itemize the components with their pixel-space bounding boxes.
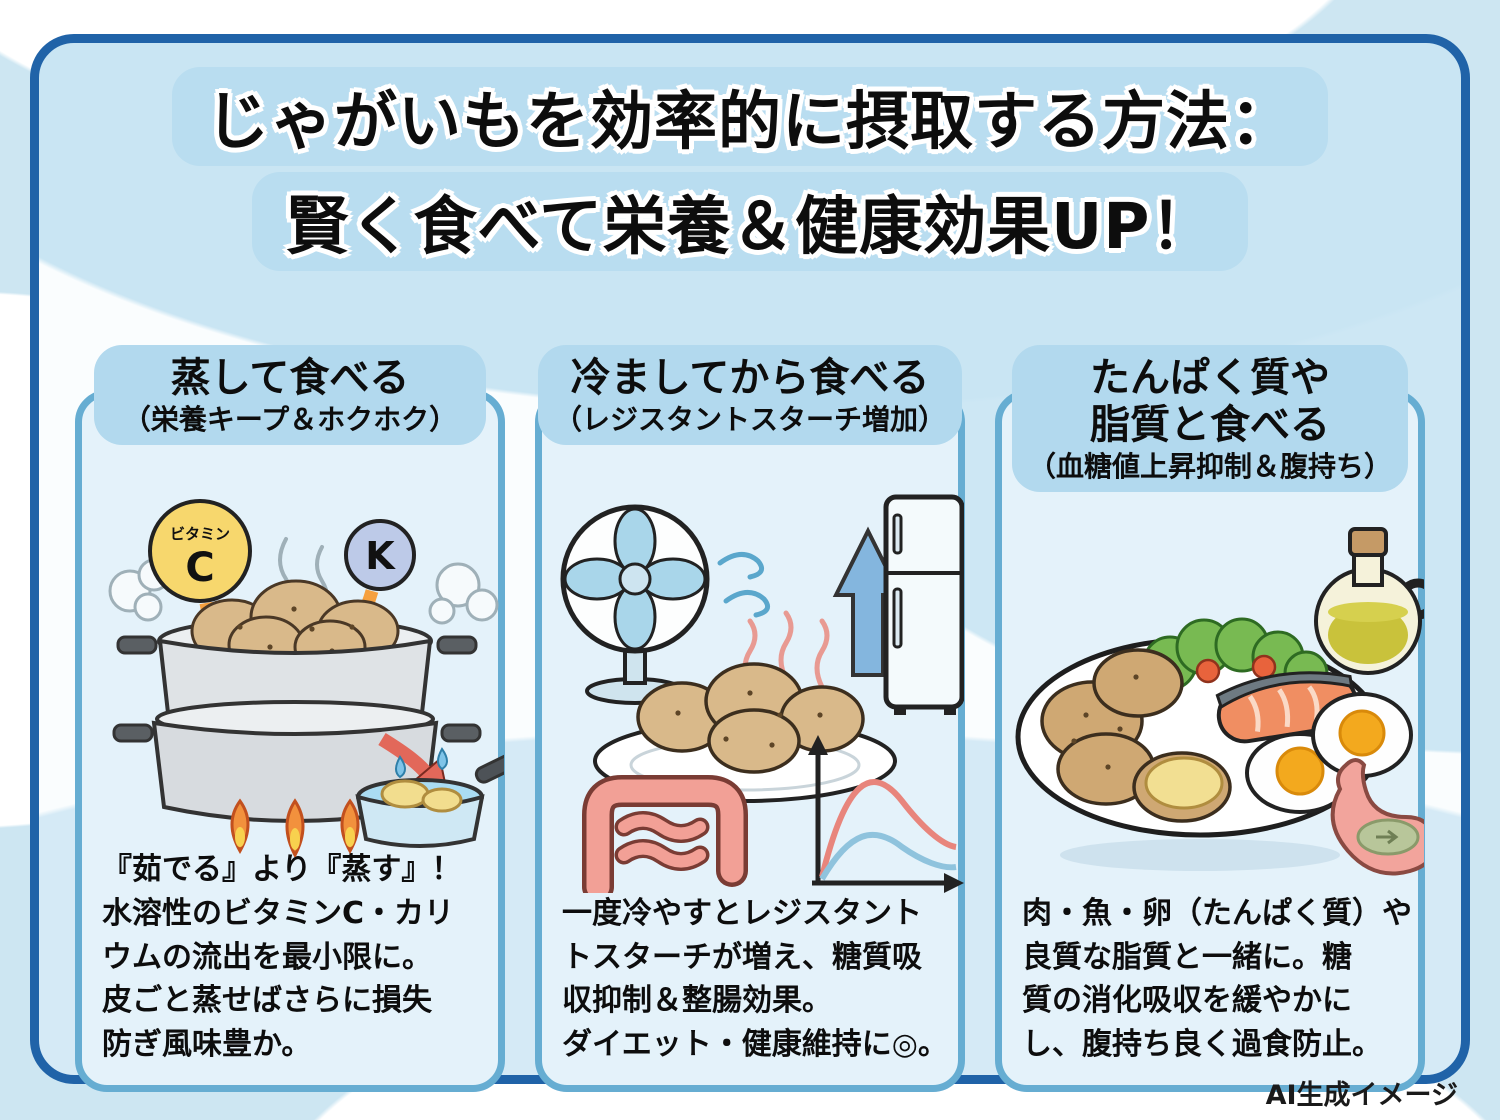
text-line: ダイエット・健康維持に◎。 xyxy=(562,1027,948,1063)
text-line: ウムの流出を最小限に。 xyxy=(102,939,432,975)
svg-text:C: C xyxy=(185,545,214,591)
intestine-icon xyxy=(582,775,748,903)
cut-potato-icon xyxy=(1132,751,1232,823)
svg-text:K: K xyxy=(365,534,396,578)
card-steam-description: 『茹でる』より『蒸す』！ 水溶性のビタミンC・カリ ウムの流出を最小限に。 皮ご… xyxy=(102,848,490,1067)
meal-plate-icon xyxy=(1015,617,1413,871)
saucepan-icon xyxy=(355,747,522,848)
card-cool-description: 一度冷やすとレジスタント トスターチが増え、糖質吸 収抑制＆整腸効果。 ダイエッ… xyxy=(562,892,950,1067)
potassium-badge: K xyxy=(344,519,416,591)
text-line: トスターチが増え、糖質吸 xyxy=(562,939,922,975)
refrigerator-icon xyxy=(883,494,965,715)
text-line: 質の消化吸収を緩やかに xyxy=(1022,983,1352,1019)
text-line: 一度冷やすとレジスタント xyxy=(562,895,922,931)
title-line-2: 賢く食べて栄養＆健康効果UP！ xyxy=(251,172,1249,271)
text-line: 収抑制＆整腸効果。 xyxy=(562,983,832,1019)
card-eat-with-protein-fat: たんぱく質や 脂質と食べる （血糖値上昇抑制＆腹持ち） xyxy=(995,345,1439,1092)
card-steam-title: 蒸して食べる xyxy=(170,355,410,401)
svg-text:ビタミン: ビタミン xyxy=(170,525,230,543)
card-protein-header: たんぱく質や 脂質と食べる （血糖値上昇抑制＆腹持ち） xyxy=(1011,345,1409,493)
text-line: 防ぎ風味豊か。 xyxy=(102,1027,312,1063)
card-steam-header: 蒸して食べる （栄養キープ＆ホクホク） xyxy=(94,345,486,446)
line-graph-icon xyxy=(808,735,964,893)
card-protein-title-1: たんぱく質や xyxy=(1089,355,1330,401)
card-steam-to-eat: 蒸して食べる （栄養キープ＆ホクホク） xyxy=(75,345,522,1092)
potato-icon xyxy=(1040,648,1184,806)
text-line: 肉・魚・卵（たんぱく質）や xyxy=(1022,895,1412,931)
card-protein-title-2: 脂質と食べる xyxy=(1089,402,1330,449)
main-panel: じゃがいもを効率的に摂取する方法： 賢く食べて栄養＆健康効果UP！ 蒸して食べる… xyxy=(30,34,1470,1092)
card-protein-description: 肉・魚・卵（たんぱく質）や 良質な脂質と一緒に。糖 質の消化吸収を緩やかに し、… xyxy=(1022,892,1412,1067)
water-drop-icon xyxy=(395,747,448,779)
title-line-1: じゃがいもを効率的に摂取する方法： xyxy=(172,67,1328,166)
balanced-meal-illustration xyxy=(1010,515,1439,891)
fan-icon xyxy=(560,504,710,705)
card-cool-subtitle: （レジスタントスターチ増加） xyxy=(553,403,947,437)
boiled-egg-icon xyxy=(1245,692,1413,814)
columns-row: 蒸して食べる （栄養キープ＆ホクホク） xyxy=(75,345,1439,1092)
card-cool-before-eating: 冷ましてから食べる （レジスタントスターチ増加） xyxy=(535,345,965,1092)
stomach-icon xyxy=(1330,758,1437,876)
cooling-illustration xyxy=(550,479,965,903)
text-line: 皮ごと蒸せばさらに損失 xyxy=(102,983,432,1019)
text-line: し、腹持ち良く過食防止。 xyxy=(1022,1027,1382,1063)
text-line: 良質な脂質と一緒に。糖 xyxy=(1022,939,1352,975)
flame-icon xyxy=(230,798,360,859)
card-protein-subtitle: （血糖値上昇抑制＆腹持ち） xyxy=(1027,450,1393,484)
card-steam-subtitle: （栄養キープ＆ホクホク） xyxy=(122,403,458,437)
text-line: 水溶性のビタミンC・カリ xyxy=(102,895,455,931)
ai-generated-label: AI生成イメージ xyxy=(1265,1080,1458,1111)
wind-icon xyxy=(717,552,771,618)
vitamin-c-badge: ビタミン C xyxy=(148,499,252,603)
steamer-illustration: ビタミン C K xyxy=(90,489,522,861)
page-title: じゃがいもを効率的に摂取する方法： 賢く食べて栄養＆健康効果UP！ xyxy=(39,67,1461,277)
text-line: 『茹でる』より『蒸す』！ xyxy=(102,852,462,888)
steamer-pot-icon xyxy=(112,579,482,823)
oil-bottle-icon xyxy=(1314,527,1439,675)
card-cool-header: 冷ましてから食べる （レジスタントスターチ増加） xyxy=(537,345,963,446)
card-cool-title: 冷ましてから食べる xyxy=(570,355,930,401)
